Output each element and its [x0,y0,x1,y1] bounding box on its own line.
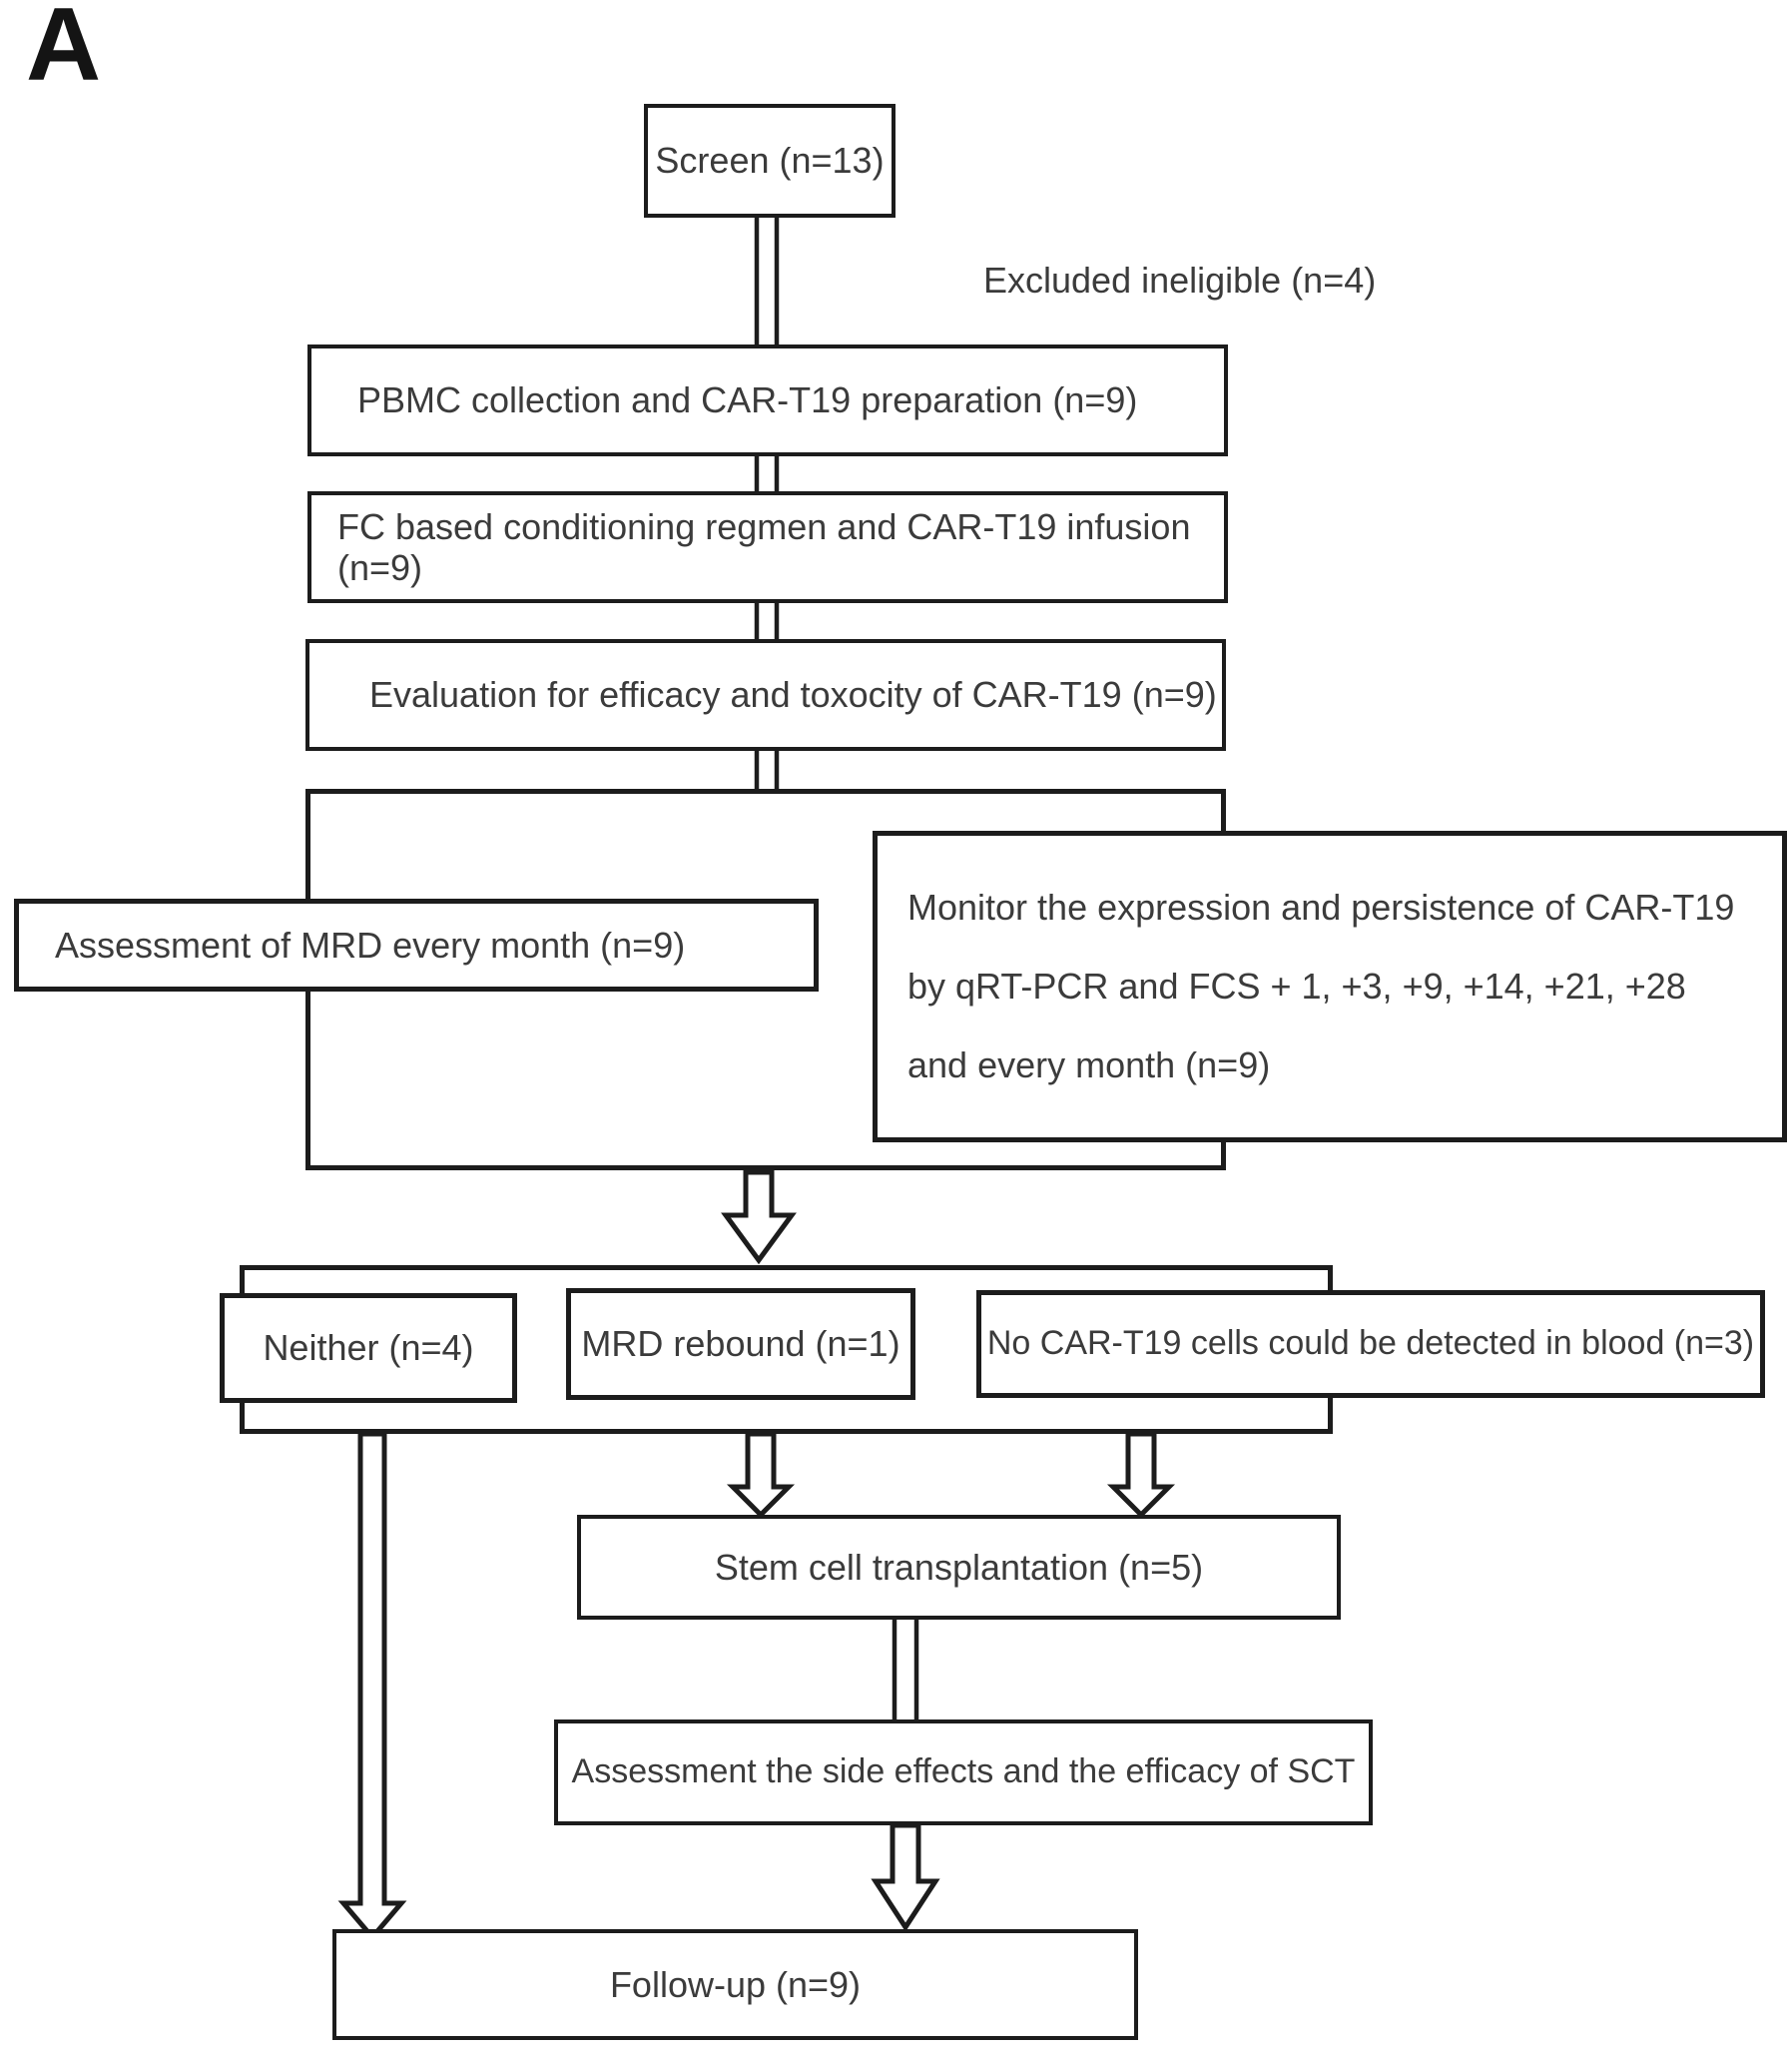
panel-letter-label: A [26,0,102,103]
hollow-down-arrows [337,1169,1176,1941]
evaluation-box-label: Evaluation for efficacy and toxocity of … [369,674,1217,716]
conditioning-box-label: FC based conditioning regmen and CAR-T19… [337,505,1191,588]
monitor-line-1: Monitor the expression and persistence o… [907,887,1735,929]
mrd-assessment-box-label: Assessment of MRD every month (n=9) [55,924,686,966]
screen-box: Screen (n=13) [644,104,896,218]
pbmc-box-label: PBMC collection and CAR-T19 preparation … [357,379,1138,421]
follow-up-box-label: Follow-up (n=9) [609,1963,862,2005]
stem-cell-box: Stem cell transplantation (n=5) [577,1515,1341,1620]
stem-cell-box-label: Stem cell transplantation (n=5) [714,1546,1204,1588]
down-arrow-right-stem [1106,1431,1176,1519]
no-car-t19-box: No CAR-T19 cells could be detected in bl… [976,1290,1765,1398]
excluded-label: Excluded ineligible (n=4) [983,260,1377,301]
double-line-connectors [754,214,919,1723]
no-car-t19-box-label: No CAR-T19 cells could be detected in bl… [986,1324,1755,1363]
follow-up-box: Follow-up (n=9) [332,1929,1138,2040]
neither-box-label: Neither (n=4) [263,1327,474,1369]
monitor-line-2: by qRT-PCR and FCS + 1, +3, +9, +14, +21… [907,966,1686,1008]
sct-assessment-box: Assessment the side effects and the effi… [554,1719,1373,1825]
monitor-line-3: and every month (n=9) [907,1044,1271,1086]
down-arrow-main [721,1169,797,1265]
mrd-rebound-box: MRD rebound (n=1) [566,1288,915,1400]
screen-box-label: Screen (n=13) [655,140,885,182]
mrd-assessment-box: Assessment of MRD every month (n=9) [14,899,819,992]
conditioning-box: FC based conditioning regmen and CAR-T19… [307,491,1228,603]
down-arrow-sct-followup [871,1822,940,1932]
neither-box: Neither (n=4) [220,1293,517,1403]
down-arrow-neither-followup [337,1431,407,1941]
down-arrow-left-stem [726,1431,796,1519]
mrd-rebound-box-label: MRD rebound (n=1) [581,1323,900,1365]
monitor-box: Monitor the expression and persistence o… [873,831,1787,1142]
pbmc-box: PBMC collection and CAR-T19 preparation … [307,344,1228,456]
monitor-box-text: Monitor the expression and persistence o… [878,836,1782,1137]
sct-assessment-box-label: Assessment the side effects and the effi… [571,1752,1356,1791]
evaluation-box: Evaluation for efficacy and toxocity of … [305,639,1226,751]
